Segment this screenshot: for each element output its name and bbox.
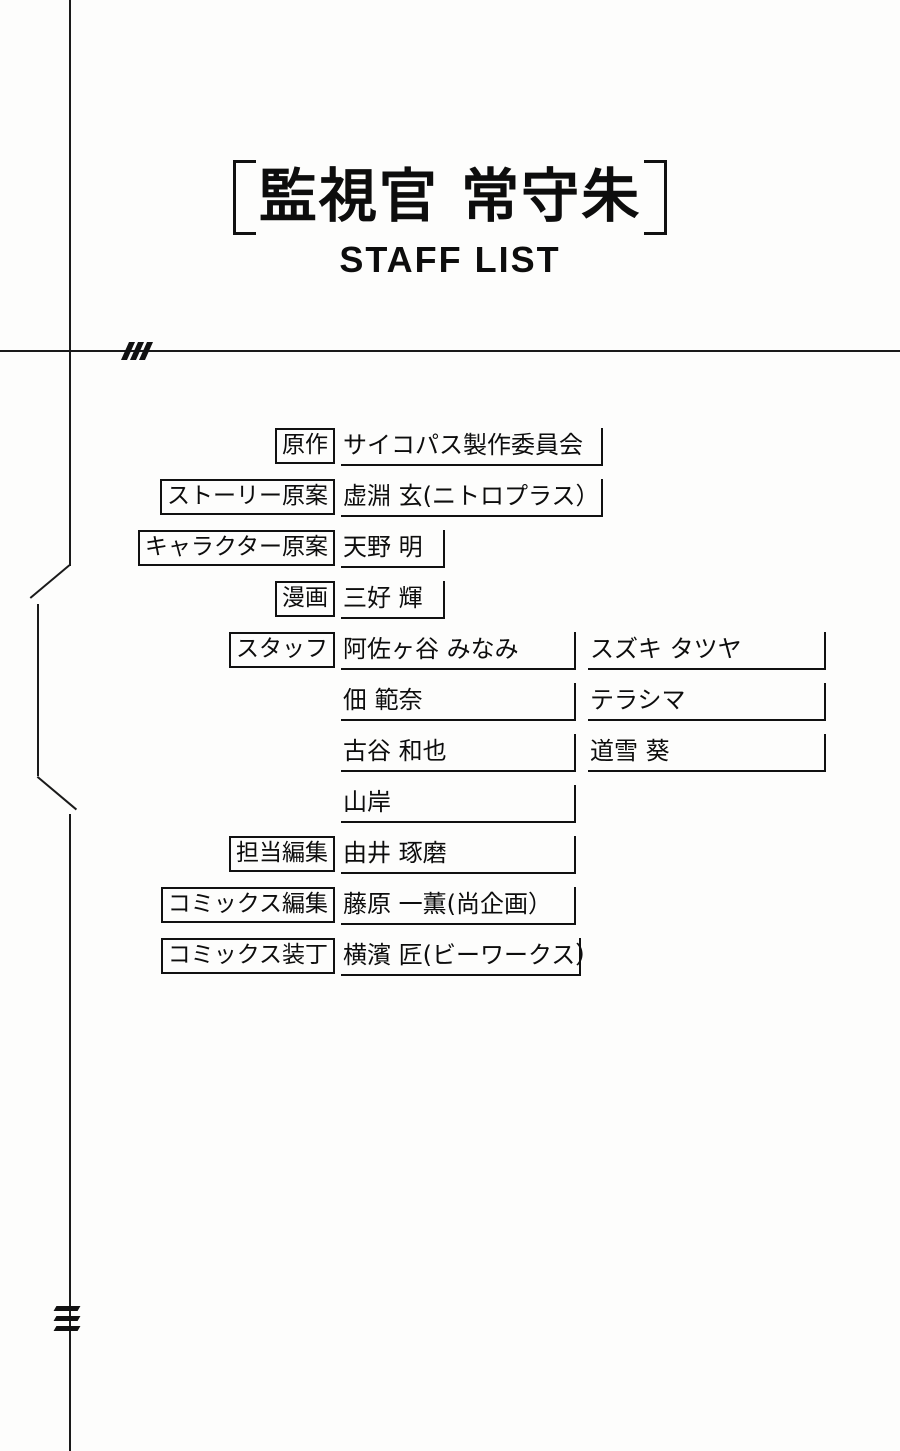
frame-vertical-line-lower xyxy=(69,814,71,1451)
credit-name-text: 虚淵 玄 xyxy=(343,482,423,510)
credit-label-cell: ストーリー原案 xyxy=(0,479,335,516)
credit-name-affiliation: (ニトロプラス） xyxy=(422,482,600,510)
credit-name-field: 藤原 一薫(尚企画） xyxy=(341,887,576,925)
credit-row: キャラクター原案天野 明 xyxy=(0,530,900,581)
credit-name-field: 阿佐ヶ谷 みなみ xyxy=(341,632,576,670)
credit-label-cell: 漫画 xyxy=(0,581,335,618)
credit-row: コミックス装丁横濱 匠(ビーワークス） xyxy=(0,938,900,989)
credit-name-field: 三好 輝 xyxy=(341,581,445,619)
credit-role-label: スタッフ xyxy=(229,632,335,669)
credit-row: 漫画三好 輝 xyxy=(0,581,900,632)
page-title-japanese: 監視官 常守朱 xyxy=(258,162,642,230)
frame-vertical-line-middle xyxy=(37,604,39,776)
credit-name-text: 由井 琢磨 xyxy=(343,839,447,867)
credit-name-text: サイコパス製作委員会 xyxy=(343,431,583,459)
title-bracket-frame: 監視官 常守朱 xyxy=(232,160,668,235)
credit-name-text: 佃 範奈 xyxy=(343,686,423,714)
credit-label-cell: コミックス装丁 xyxy=(0,938,335,975)
credit-name-field: テラシマ xyxy=(588,683,826,721)
credit-name-field: 由井 琢磨 xyxy=(341,836,576,874)
credits-list: 原作サイコパス製作委員会ストーリー原案虚淵 玄(ニトロプラス）キャラクター原案天… xyxy=(0,428,900,989)
credit-row: 佃 範奈 テラシマ xyxy=(0,683,900,734)
credit-role-label: コミックス編集 xyxy=(160,887,335,924)
credit-name-text: 古谷 和也 xyxy=(343,737,447,765)
credit-name-field: 虚淵 玄(ニトロプラス） xyxy=(341,479,603,517)
credit-name-text: 三好 輝 xyxy=(343,584,423,612)
credit-row: コミックス編集藤原 一薫(尚企画） xyxy=(0,887,900,938)
credit-name-text: 藤原 一薫 xyxy=(343,890,447,918)
credit-name-affiliation: (ビーワークス） xyxy=(422,941,600,969)
credit-role-label: キャラクター原案 xyxy=(137,530,335,567)
credit-row: 原作サイコパス製作委員会 xyxy=(0,428,900,479)
credit-name-field: 天野 明 xyxy=(341,530,445,568)
credit-label-cell: 原作 xyxy=(0,428,335,465)
bracket-left-icon xyxy=(232,160,256,235)
credit-label-cell: スタッフ xyxy=(0,632,335,669)
bracket-right-icon xyxy=(644,160,668,235)
credit-role-label: コミックス装丁 xyxy=(160,938,335,975)
frame-horizontal-rule xyxy=(0,350,900,352)
credit-name-field: スズキ タツヤ xyxy=(588,632,826,670)
credit-name-affiliation: (尚企画） xyxy=(446,890,553,918)
credit-role-label: ストーリー原案 xyxy=(160,479,335,516)
credit-row: 担当編集由井 琢磨 xyxy=(0,836,900,887)
credit-name-field: 佃 範奈 xyxy=(341,683,576,721)
credit-name-text: 天野 明 xyxy=(343,533,423,561)
credit-role-label: 担当編集 xyxy=(229,836,335,873)
credit-name-text: 山岸 xyxy=(343,788,391,816)
credit-name-text: 横濱 匠 xyxy=(343,941,423,969)
credit-name-field: 道雪 葵 xyxy=(588,734,826,772)
credit-row: ストーリー原案虚淵 玄(ニトロプラス） xyxy=(0,479,900,530)
credit-name-text: スズキ タツヤ xyxy=(590,635,742,663)
credit-name-text: 阿佐ヶ谷 みなみ xyxy=(343,635,519,663)
credit-row: スタッフ阿佐ヶ谷 みなみ スズキ タツヤ xyxy=(0,632,900,683)
credit-label-cell: コミックス編集 xyxy=(0,887,335,924)
credit-row: 古谷 和也 道雪 葵 xyxy=(0,734,900,785)
frame-vertical-line-upper xyxy=(69,0,71,566)
title-block: 監視官 常守朱 STAFF LIST xyxy=(0,160,900,281)
credit-name-field: 山岸 xyxy=(341,785,576,823)
page-subtitle-english: STAFF LIST xyxy=(339,238,561,280)
credit-label-cell: キャラクター原案 xyxy=(0,530,335,567)
credit-row: 山岸 xyxy=(0,785,900,836)
credit-role-label: 原作 xyxy=(275,428,335,465)
credit-name-text: テラシマ xyxy=(590,686,686,714)
credit-name-text: 道雪 葵 xyxy=(590,737,670,765)
credit-name-field: 横濱 匠(ビーワークス） xyxy=(341,938,599,976)
credit-name-field: 古谷 和也 xyxy=(341,734,576,772)
credit-label-cell: 担当編集 xyxy=(0,836,335,873)
credit-role-label: 漫画 xyxy=(275,581,335,618)
credit-name-field: サイコパス製作委員会 xyxy=(341,428,603,466)
